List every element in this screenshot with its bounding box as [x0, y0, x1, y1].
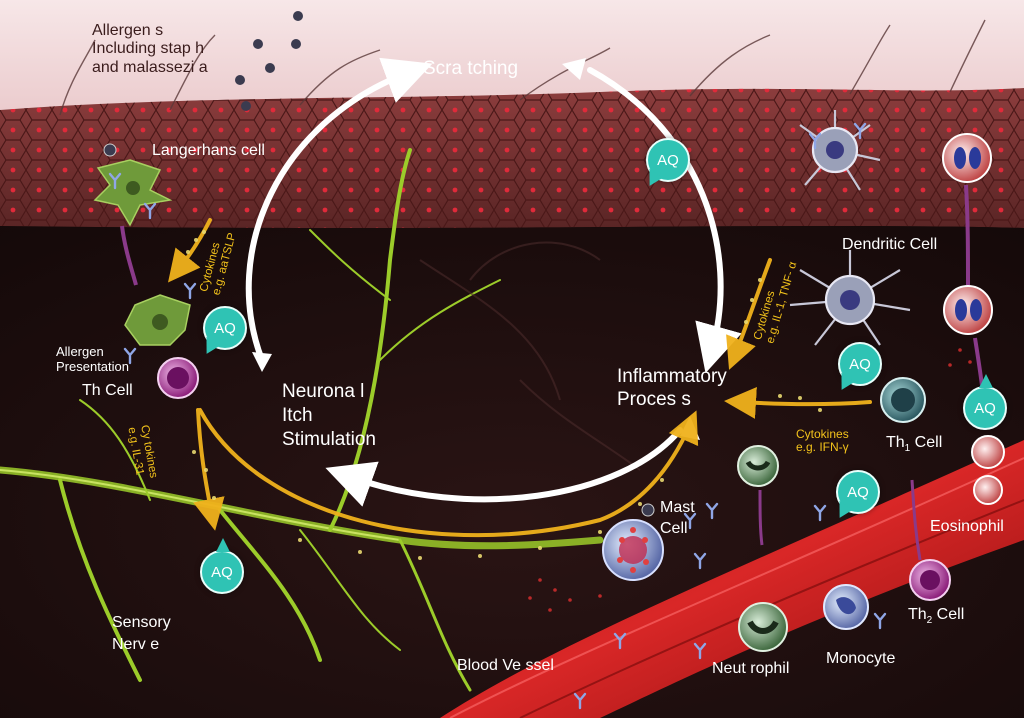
allergen-particles: [235, 11, 303, 111]
mast-cell-label: Mast Cell: [660, 498, 695, 540]
inflammatory-process-label: Inflammatory Proces s: [617, 366, 727, 412]
dendritic-cell-mid-shape: [789, 250, 911, 346]
langerhans-cell-label: Langerhans cell: [152, 142, 265, 159]
scratching-label: Scra tching: [423, 58, 519, 79]
allergens-line-2: Including stap h: [92, 40, 205, 58]
allergens-label: Allergen s Including stap h and malassez…: [92, 22, 208, 77]
cytokines-ifn-line-1: Cytokines: [796, 427, 849, 441]
th2-subscript: 2: [926, 615, 933, 627]
allergen-presentation-line-2: Presentation: [56, 358, 129, 374]
inflammatory-line-1: Inflammatory: [617, 366, 727, 387]
allergen-presentation-line-1: Allergen: [56, 344, 104, 359]
cytokines-ifn-line-2: e.g. IFN-γ: [796, 440, 849, 455]
monocyte-label: Monocyte: [826, 650, 896, 667]
neutrophil-upper-shape: [737, 445, 779, 487]
dendritic-cell-label: Dendritic Cell: [842, 236, 938, 253]
th2-cell-label: Th2 Cell: [908, 606, 964, 627]
cytokines-ifn-label: Cytokines e.g. IFN-γ: [796, 427, 849, 455]
neuronal-itch-stimulation-label: Neurona l Itch Stimulation: [282, 380, 376, 451]
sensory-nerve-label: Sensory Nerv e: [112, 612, 171, 655]
neutrophil-label: Neut rophil: [712, 660, 790, 677]
th1-subscript: 1: [904, 443, 911, 455]
antibodies: [108, 122, 887, 710]
neuronal-line-3: Stimulation: [282, 428, 376, 450]
mast-cell-shape: [602, 503, 664, 581]
mast-line-2: Cell: [660, 519, 688, 537]
th2-suffix: Cell: [932, 606, 965, 623]
eosinophil-label: Eosinophil: [930, 518, 1004, 535]
blood-vessel-label: Blood Ve ssel: [457, 657, 554, 674]
monocyte-shape: [823, 584, 869, 630]
th2-cell-shape: [909, 559, 951, 601]
aq-badge-vessel: AQ: [836, 470, 880, 514]
antigen-presenting-cell-shape: [124, 294, 191, 346]
allergens-line-3: and malassezi a: [92, 58, 208, 76]
th1-cell-shape: [880, 377, 926, 423]
aq-badge-th-cell: AQ: [203, 306, 247, 350]
allergen-presentation-label: Allergen Presentation: [56, 344, 129, 375]
mast-line-1: Mast: [660, 499, 695, 516]
blood-vessel-shape: [440, 440, 1024, 718]
th1-suffix: Cell: [910, 434, 943, 451]
sensory-line-2: Nerv e: [112, 635, 160, 653]
th1-prefix: Th: [886, 434, 905, 451]
th2-prefix: Th: [908, 606, 927, 623]
aq-badge-th1: AQ: [838, 342, 882, 386]
inflammatory-line-2: Proces s: [617, 388, 691, 410]
neutrophil-lower-shape: [738, 602, 788, 652]
aq-badge-nerve: AQ: [200, 538, 244, 594]
th-cell-shape: [157, 357, 199, 399]
neuronal-line-1: Neurona l: [282, 381, 365, 402]
th-cell-label: Th Cell: [82, 382, 133, 399]
neuronal-line-2: Itch: [282, 404, 313, 426]
th1-cell-label: Th1 Cell: [886, 434, 942, 455]
eosinophil-bottom-shape: [971, 435, 1005, 505]
sensory-line-1: Sensory: [112, 614, 171, 631]
langerhans-cell-shape: [93, 143, 173, 227]
allergens-line-1: Allergen s: [92, 22, 164, 39]
eosinophil-top-shape: [942, 133, 992, 183]
aq-badge-inflammation: AQ: [646, 138, 690, 182]
aq-badge-eosinophil: AQ: [963, 374, 1007, 430]
eosinophil-mid-shape: [943, 285, 993, 335]
